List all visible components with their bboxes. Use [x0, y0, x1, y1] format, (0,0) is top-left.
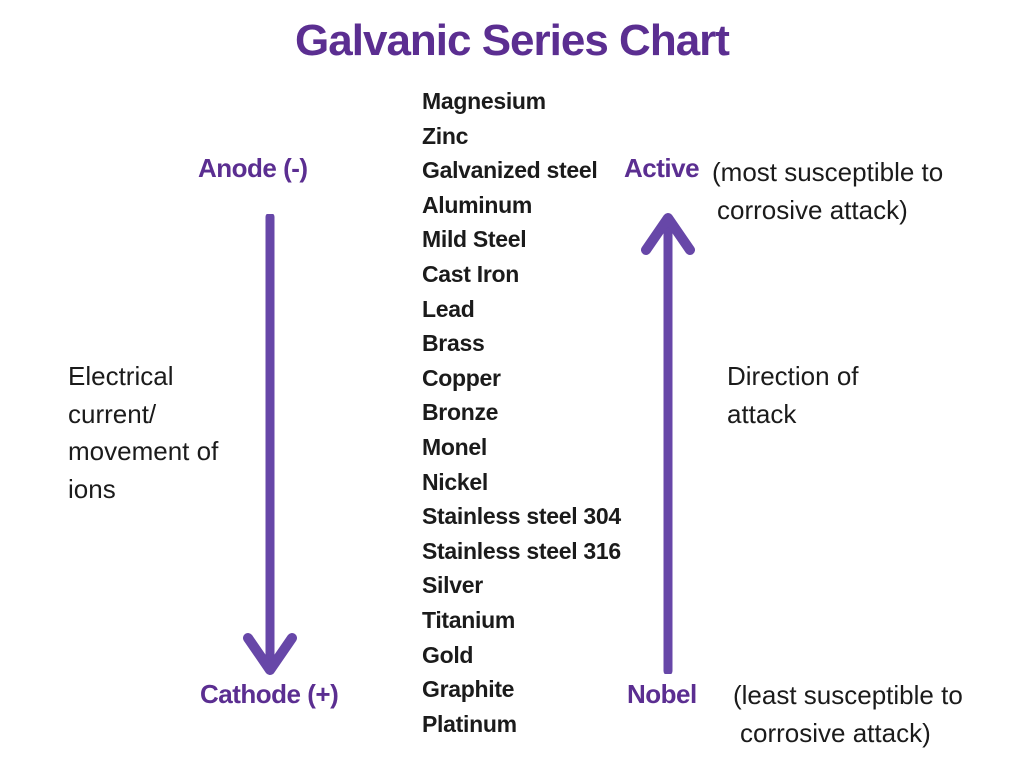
page-title: Galvanic Series Chart: [295, 16, 730, 65]
metal-item: Brass: [422, 330, 485, 357]
active-note: (most susceptible to corrosive attack): [712, 154, 943, 229]
electrical-note-line: ions: [68, 473, 116, 504]
nobel-note-line: corrosive attack): [740, 718, 931, 748]
metal-item: Cast Iron: [422, 260, 519, 287]
cathode-label: Cathode (+): [200, 679, 339, 709]
metal-item: Lead: [422, 295, 475, 322]
electrical-note-line: Electrical: [68, 361, 174, 391]
electrical-current-note: Electrical current/ movement of ions: [68, 358, 218, 508]
direction-note-line: Direction of: [727, 361, 859, 391]
metal-item: Galvanized steel: [422, 157, 598, 184]
nobel-note-line: (least susceptible to: [733, 680, 963, 710]
direction-of-attack-note: Direction of attack: [727, 358, 859, 433]
metal-item: Titanium: [422, 606, 516, 633]
metal-item: Zinc: [422, 122, 469, 149]
anode-label: Anode (-): [198, 153, 308, 183]
metal-item: Monel: [422, 433, 487, 460]
metal-item: Nickel: [422, 468, 488, 495]
direction-note-line: attack: [727, 398, 797, 429]
metal-item: Gold: [422, 641, 474, 668]
metal-item: Stainless steel 304: [422, 503, 621, 530]
active-note-line: corrosive attack): [717, 194, 908, 225]
direction-of-attack-arrow-icon: [641, 213, 695, 674]
anode-to-cathode-arrow-icon: [243, 214, 297, 675]
active-label: Active: [624, 153, 700, 183]
metal-item: Copper: [422, 364, 501, 391]
active-note-line: (most susceptible to: [712, 157, 944, 187]
metal-item: Aluminum: [422, 191, 533, 218]
metal-item: Bronze: [422, 399, 499, 426]
metal-item: Magnesium: [422, 88, 546, 114]
metal-item: Stainless steel 316: [422, 537, 621, 564]
metal-item: Platinum: [422, 710, 517, 737]
nobel-label: Nobel: [627, 679, 697, 709]
electrical-note-line: movement of: [68, 436, 219, 466]
nobel-note: (least susceptible to corrosive attack): [733, 676, 963, 752]
metal-item: Silver: [422, 572, 483, 599]
metal-item: Graphite: [422, 676, 515, 703]
metal-item: Mild Steel: [422, 226, 527, 253]
electrical-note-line: current/: [68, 398, 157, 429]
